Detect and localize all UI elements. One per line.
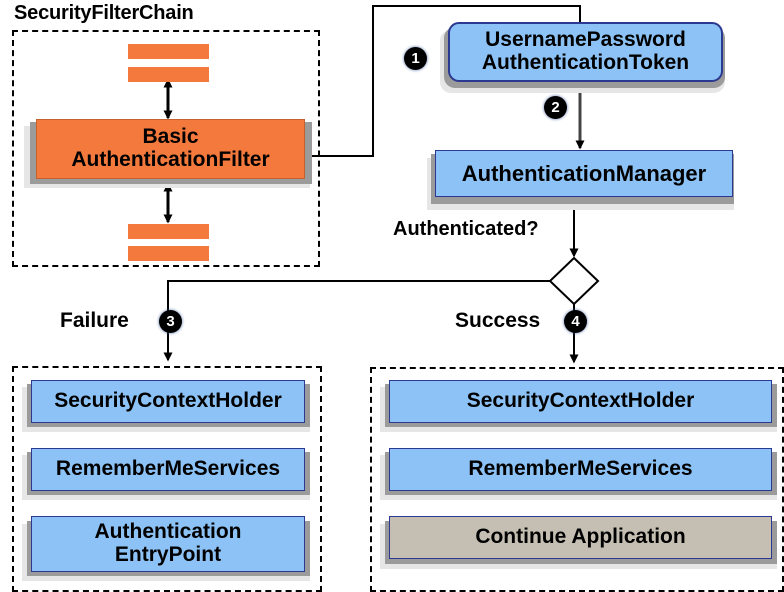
failure-label: Failure <box>60 309 129 332</box>
token-line2: AuthenticationToken <box>481 51 690 74</box>
username-password-authentication-token-node[interactable]: UsernamePassword AuthenticationToken <box>448 22 723 82</box>
success-continue-label: Continue Application <box>475 525 686 549</box>
failure-aep-line2: EntryPoint <box>114 543 222 566</box>
success-remember-me-services-node[interactable]: RememberMeServices <box>389 448 772 491</box>
success-sch-label: SecurityContextHolder <box>466 389 695 413</box>
authentication-manager-node[interactable]: AuthenticationManager <box>435 150 733 197</box>
basic-auth-filter-line2: AuthenticationFilter <box>71 148 270 171</box>
security-filter-chain-title: SecurityFilterChain <box>14 2 194 24</box>
basic-authentication-filter-node[interactable]: Basic AuthenticationFilter <box>36 119 305 179</box>
success-continue-application-node[interactable]: Continue Application <box>389 516 772 559</box>
success-label: Success <box>455 309 541 332</box>
badge-step-3: 3 <box>159 310 182 333</box>
failure-aep-line1: Authentication <box>94 520 242 544</box>
success-security-context-holder-node[interactable]: SecurityContextHolder <box>389 380 772 423</box>
badge-step-4: 4 <box>564 310 587 333</box>
failure-group <box>12 366 322 592</box>
failure-remember-me-services-node[interactable]: RememberMeServices <box>31 448 305 491</box>
badge-step-2: 2 <box>544 96 567 119</box>
basic-auth-filter-line1: Basic <box>142 125 199 149</box>
failure-security-context-holder-node[interactable]: SecurityContextHolder <box>31 380 305 423</box>
authentication-manager-label: AuthenticationManager <box>461 160 707 186</box>
filter-bar-bottom-2 <box>128 246 209 261</box>
security-filter-chain-group <box>12 30 320 267</box>
authenticated-question-label: Authenticated? <box>393 218 539 240</box>
badge-step-1: 1 <box>404 47 427 70</box>
decision-diamond <box>548 256 600 306</box>
filter-bar-bottom-1 <box>128 224 209 239</box>
success-rms-label: RememberMeServices <box>468 457 693 481</box>
filter-bar-top-2 <box>128 67 209 82</box>
filter-bar-top-1 <box>128 44 209 59</box>
failure-rms-label: RememberMeServices <box>55 457 281 481</box>
failure-sch-label: SecurityContextHolder <box>54 389 282 413</box>
failure-authentication-entry-point-node[interactable]: Authentication EntryPoint <box>31 516 305 572</box>
success-group <box>370 367 784 592</box>
token-line1: UsernamePassword <box>485 28 686 52</box>
